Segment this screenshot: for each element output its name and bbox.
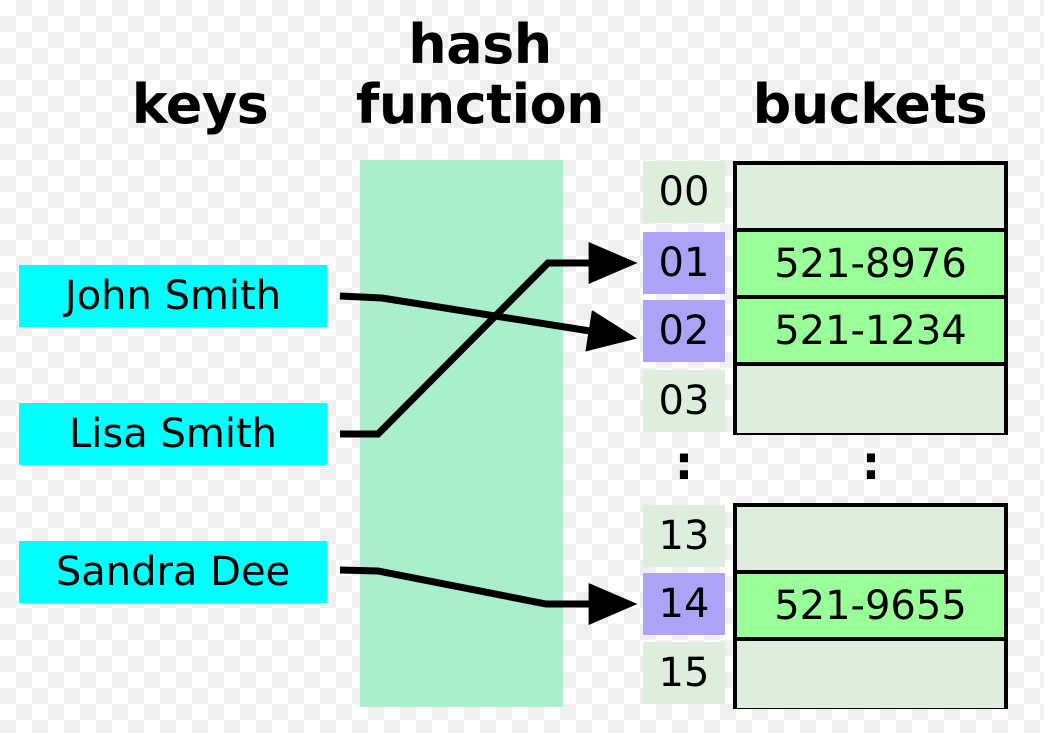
bucket-row-00 (737, 165, 1004, 232)
heading-hash-line1: hash (408, 13, 552, 76)
bucket-row-02: 521-1234 (737, 299, 1004, 366)
index-cell-14: 14 (643, 573, 725, 635)
heading-buckets: buckets (752, 73, 988, 136)
bucket-row-14: 521-9655 (737, 574, 1004, 641)
bucket-table-top: 521-8976 521-1234 (733, 161, 1008, 435)
index-cell-13: 13 (643, 505, 725, 567)
heading-hash-line2: function (355, 73, 605, 136)
hash-function-body (360, 160, 563, 707)
key-box-sandra-dee[interactable]: Sandra Dee (19, 541, 327, 603)
key-box-john-smith[interactable]: John Smith (19, 265, 327, 327)
bucket-column-ellipsis: : (861, 436, 881, 490)
bucket-row-03 (737, 366, 1004, 433)
index-cell-03: 03 (643, 370, 725, 432)
bucket-table-bottom: 521-9655 (733, 503, 1008, 709)
key-box-lisa-smith[interactable]: Lisa Smith (19, 403, 327, 465)
index-cell-01: 01 (643, 232, 725, 294)
heading-keys: keys (131, 73, 269, 136)
index-column-ellipsis: : (674, 436, 694, 490)
bucket-row-15 (737, 641, 1004, 708)
bucket-row-13 (737, 507, 1004, 574)
index-cell-02: 02 (643, 300, 725, 362)
bucket-row-01: 521-8976 (737, 232, 1004, 299)
index-cell-00: 00 (643, 161, 725, 223)
index-cell-15: 15 (643, 642, 725, 704)
